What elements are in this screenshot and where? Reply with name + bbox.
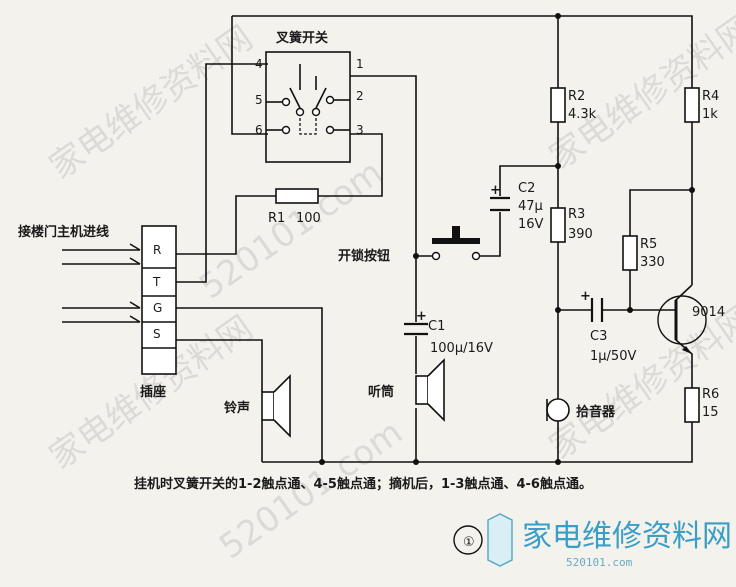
socket-pin-r: R — [153, 243, 161, 257]
r1-name: R1 — [268, 211, 285, 226]
pin-label: 4 — [255, 57, 263, 71]
figure-number-text: ① — [463, 535, 475, 550]
c1-value: 100μ/16V — [430, 341, 493, 356]
r1-value: 100 — [296, 211, 321, 226]
capacitor-c1: + C1 100μ/16V — [404, 309, 493, 356]
watermark-text: 家电维修资料网 — [542, 298, 736, 467]
pin-label: 1 — [356, 57, 364, 71]
figure-number: ① — [453, 525, 483, 555]
r4-value: 1k — [702, 107, 718, 122]
pin-label: 6 — [255, 123, 263, 137]
c2-value: 47μ — [518, 199, 543, 214]
wires — [62, 15, 693, 463]
resistor-r5: R5 330 — [622, 235, 665, 271]
pin-label: 5 — [255, 93, 263, 107]
site-logo: 家电维修资料网 520101.com — [487, 513, 732, 569]
watermark-url: 520101.com — [192, 152, 390, 307]
svg-text:+: + — [580, 289, 591, 304]
c2-voltage: 16V — [518, 217, 544, 232]
handset-speaker: 听筒 — [368, 358, 445, 422]
r5-value: 330 — [640, 255, 665, 270]
resistor-r2: R2 4.3k — [550, 87, 597, 123]
r4-name: R4 — [702, 89, 719, 104]
junctions — [319, 13, 695, 465]
hook-switch-label: 叉簧开关 — [275, 30, 328, 46]
unlock-button-symbol: 开锁按钮 — [338, 226, 481, 264]
pickup-microphone: 拾音器 — [546, 398, 616, 422]
logo-url: 520101.com — [566, 556, 633, 569]
unlock-button-label: 开锁按钮 — [338, 248, 390, 264]
svg-text:+: + — [490, 183, 501, 198]
c3-value: 1μ/50V — [590, 349, 636, 364]
input-line-label: 接楼门主机进线 — [18, 224, 109, 240]
socket-label: 插座 — [140, 384, 166, 400]
hook-switch: 叉簧开关 4 5 6 1 2 3 — [255, 30, 364, 163]
book-icon — [487, 513, 513, 567]
socket-pin-g: G — [153, 301, 162, 315]
watermark-text: 家电维修资料网 — [42, 18, 260, 187]
transistor-9014: 9014 — [657, 295, 725, 354]
r6-name: R6 — [702, 387, 719, 402]
r3-name: R3 — [568, 207, 585, 222]
handset-label: 听筒 — [368, 384, 394, 400]
resistor-r4: R4 1k — [684, 87, 719, 123]
r3-value: 390 — [568, 227, 593, 242]
svg-text:+: + — [416, 309, 427, 324]
resistor-r1: R1 100 — [268, 188, 321, 226]
pin-label: 3 — [356, 123, 364, 137]
pickup-label: 拾音器 — [576, 404, 616, 420]
c3-name: C3 — [590, 329, 607, 344]
r6-value: 15 — [702, 405, 719, 420]
logo-text: 家电维修资料网 — [522, 519, 732, 554]
pin-label: 2 — [356, 89, 364, 103]
r2-name: R2 — [568, 89, 585, 104]
capacitor-c2: + C2 47μ 16V — [490, 181, 544, 232]
c1-name: C1 — [428, 319, 445, 334]
r2-value: 4.3k — [568, 107, 597, 122]
socket-pin-s: S — [153, 327, 161, 341]
caption: 挂机时叉簧开关的1-2触点通、4-5触点通；摘机后，1-3触点通、4-6触点通。 — [134, 476, 592, 492]
resistor-r3: R3 390 — [550, 207, 593, 243]
ringer-label: 铃声 — [224, 400, 250, 416]
socket: R T G S 插座 — [140, 225, 177, 400]
c2-name: C2 — [518, 181, 535, 196]
r5-name: R5 — [640, 237, 657, 252]
socket-pin-t: T — [152, 275, 161, 289]
transistor-name: 9014 — [692, 305, 725, 320]
capacitor-c3: + C3 1μ/50V — [580, 289, 636, 364]
resistor-r6: R6 15 — [684, 387, 719, 423]
ringer-speaker: 铃声 — [224, 374, 291, 438]
